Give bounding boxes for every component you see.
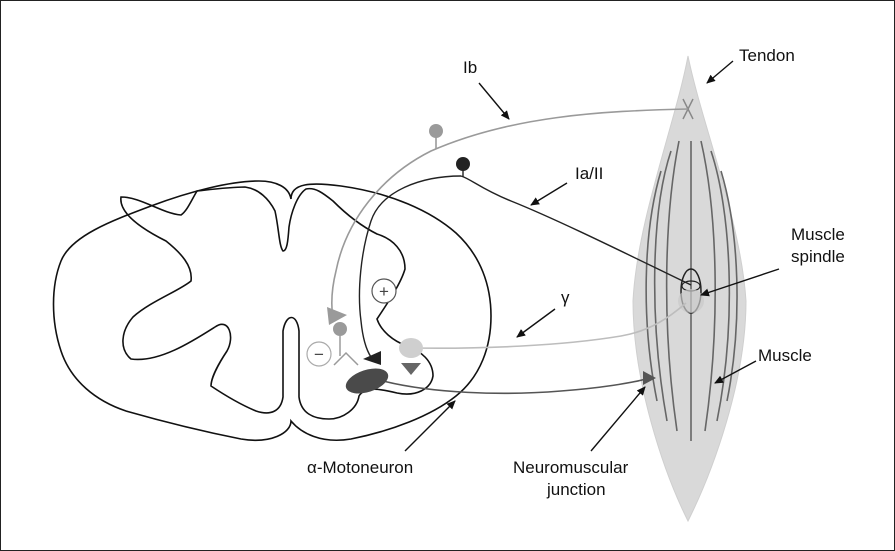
alpha-motoneuron-soma	[343, 364, 392, 399]
label-ib: Ib	[463, 58, 477, 77]
label-muscle: Muscle	[758, 346, 812, 365]
ib-interneuron	[333, 322, 347, 336]
spinal-cord-outline	[54, 181, 492, 440]
gamma-terminal	[401, 363, 421, 375]
inhibitory-sign: −	[314, 345, 324, 364]
label-muscle-spindle-line2: spindle	[791, 247, 845, 266]
label-muscle-spindle-line1: Muscle	[791, 225, 845, 244]
ib-terminal	[327, 307, 347, 325]
label-alpha-motoneuron: α-Motoneuron	[307, 458, 413, 477]
ia-ganglion-cell	[456, 157, 470, 171]
label-ia-ii: Ia/II	[575, 164, 603, 183]
label-gamma: γ	[561, 288, 570, 307]
ib-ganglion-cell	[429, 124, 443, 138]
interneuron-axon	[334, 336, 358, 365]
label-nmj-line2: junction	[546, 480, 606, 499]
label-nmj-line1: Neuromuscular	[513, 458, 629, 477]
excitatory-sign: +	[379, 282, 389, 301]
ia-terminal	[363, 351, 381, 365]
label-tendon: Tendon	[739, 46, 795, 65]
gamma-motoneuron	[399, 338, 423, 358]
